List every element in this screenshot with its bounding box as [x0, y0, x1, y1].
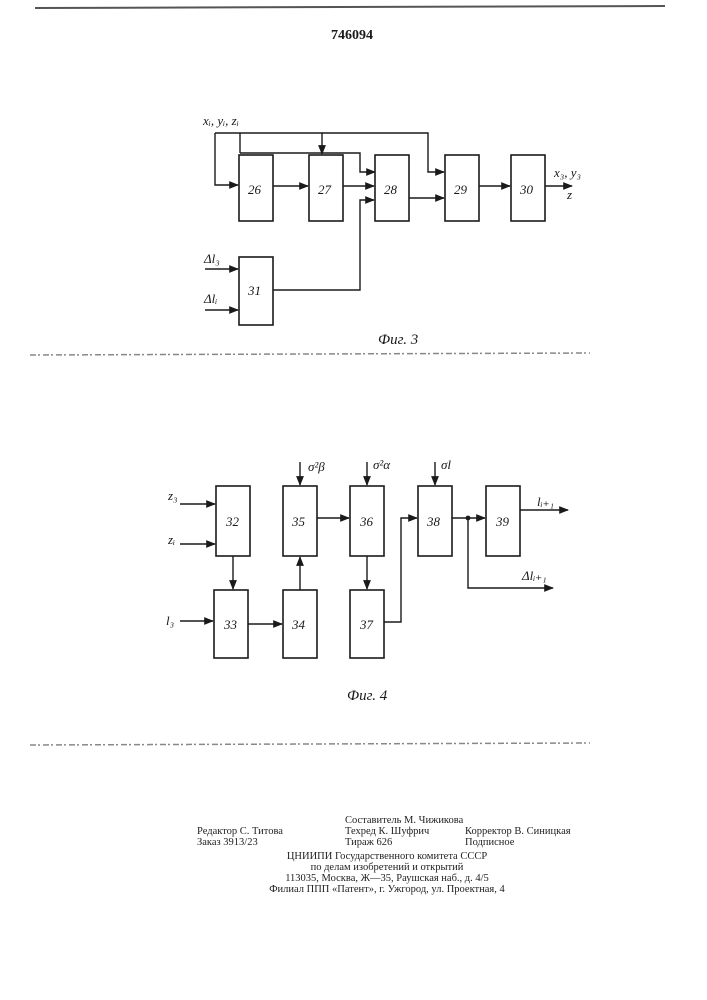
fig4-label-34: 34 [291, 617, 306, 632]
fig4-input-zi: zᵢ [167, 532, 175, 547]
fig3-label-30: 30 [519, 182, 534, 197]
fig4-label-32: 32 [225, 514, 240, 529]
fig4-label-39: 39 [495, 514, 510, 529]
imprint-subscription: Подписное [465, 837, 514, 849]
top-edge-rule [35, 6, 665, 8]
separator-rule [30, 743, 590, 745]
fig3-output-z: z [566, 187, 572, 202]
fig4-label-38: 38 [426, 514, 441, 529]
imprint-circulation: Тираж 626 [345, 837, 392, 849]
imprint-org-line2: по делам изобретений и открытий [197, 862, 577, 874]
fig3-input-dl3: Δl₃ [203, 251, 220, 266]
fig3-label-29: 29 [454, 182, 468, 197]
imprint-org-line4: Филиал ППП «Патент», г. Ужгород, ул. Про… [197, 884, 577, 896]
fig4-input-l3: l₃ [166, 613, 174, 628]
imprint-org-line3: 113035, Москва, Ж—35, Раушская наб., д. … [197, 873, 577, 885]
fig4-sigma-l: σl [441, 457, 451, 472]
fig4-output-li1: lᵢ₊₁ [537, 494, 554, 509]
separator-rule [30, 353, 590, 355]
fig3-caption: Фиг. 3 [378, 332, 418, 348]
fig3-input-dli: Δlᵢ [203, 291, 217, 306]
fig3-input-xyz: xᵢ, yᵢ, zᵢ [202, 113, 239, 128]
figure-3: xᵢ, yᵢ, zᵢ 26 27 28 29 30 31 x₃, y₃ z Δl… [202, 113, 581, 348]
fig3-label-26: 26 [248, 182, 262, 197]
fig4-label-35: 35 [291, 514, 306, 529]
imprint-compiler: Составитель М. Чижикова [345, 815, 463, 827]
fig3-label-27: 27 [318, 182, 332, 197]
fig4-label-33: 33 [223, 617, 238, 632]
imprint-corrector: Корректор В. Синицкая [465, 826, 571, 838]
imprint-order: Заказ 3913/23 [197, 837, 258, 849]
imprint-editor: Редактор С. Титова [197, 826, 283, 838]
fig4-label-36: 36 [359, 514, 374, 529]
fig4-label-37: 37 [359, 617, 374, 632]
fig4-caption: Фиг. 4 [347, 688, 388, 704]
fig3-output-xy: x₃, y₃ [553, 165, 581, 180]
fig3-label-31: 31 [247, 283, 261, 298]
fig4-input-z3: z₃ [167, 488, 178, 503]
fig3-wire-to-27 [215, 133, 322, 154]
page-number: 746094 [331, 28, 373, 43]
figure-4: 32 33 34 35 36 37 38 39 z₃ zᵢ l₃ σ²β σ²α… [166, 457, 568, 704]
fig3-wire-to-26 [215, 133, 238, 185]
fig4-output-dli1: Δlᵢ₊₁ [521, 568, 547, 583]
fig4-sigma-alpha: σ²α [373, 457, 391, 472]
fig4-wire-37-38 [384, 518, 417, 622]
imprint-org-line1: ЦНИИПИ Государственного комитета СССР [197, 851, 577, 863]
fig4-sigma-beta: σ²β [308, 459, 325, 474]
fig3-label-28: 28 [384, 182, 398, 197]
imprint-techred: Техред К. Шуфрич [345, 826, 429, 838]
